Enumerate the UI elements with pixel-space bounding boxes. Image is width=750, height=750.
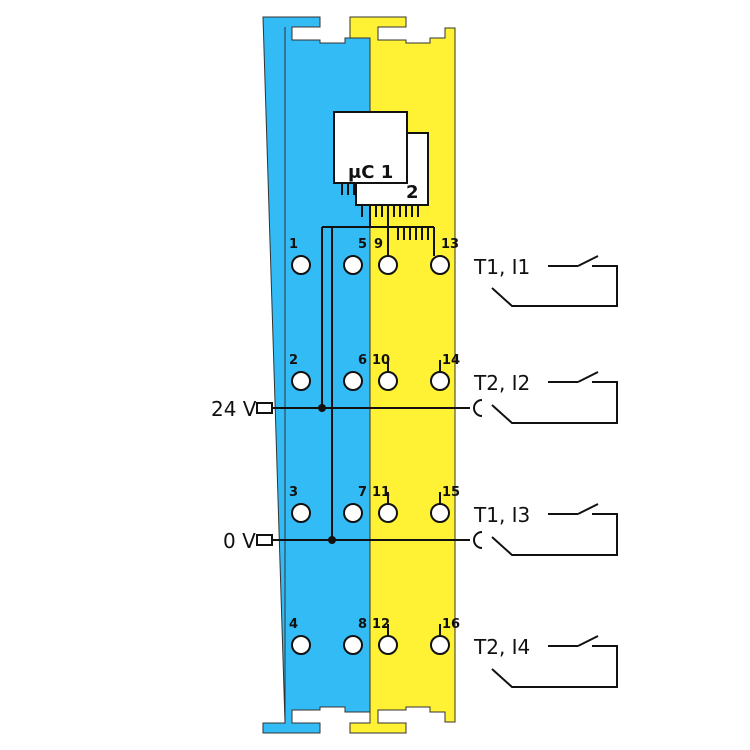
switch-3-icon	[491, 503, 618, 556]
chip-pins	[341, 183, 429, 240]
internal-wiring	[272, 205, 470, 636]
switch-1-icon	[491, 255, 618, 307]
terminal-2[interactable]	[291, 371, 311, 391]
terminal-4[interactable]	[291, 635, 311, 655]
terminal-number: 14	[442, 353, 460, 368]
input-label-2: T2, I2	[473, 371, 530, 395]
terminal-number: 12	[372, 617, 390, 632]
terminal-6[interactable]	[343, 371, 363, 391]
junction-24v	[318, 404, 326, 412]
terminal-number: 16	[442, 617, 460, 632]
terminal-number: 13	[441, 237, 459, 252]
terminal-1[interactable]	[291, 255, 311, 275]
terminal-number: 3	[289, 485, 298, 500]
terminal-number: 9	[374, 237, 383, 252]
terminal-numbers: 1 5 9 13 2 6 10 14 3 7 11 15 4 8 12 16	[289, 237, 460, 632]
terminal-3[interactable]	[291, 503, 311, 523]
input-label-4: T2, I4	[473, 635, 530, 659]
terminal-15[interactable]	[430, 503, 450, 523]
chip-2-label: 2	[406, 182, 419, 203]
terminal-number: 2	[289, 353, 298, 368]
terminal-16[interactable]	[430, 635, 450, 655]
connector-0v	[256, 534, 273, 546]
terminal-7[interactable]	[343, 503, 363, 523]
label-0v: 0 V	[223, 529, 256, 553]
terminal-number: 1	[289, 237, 298, 252]
terminal-8[interactable]	[343, 635, 363, 655]
plug-0v-icon	[473, 531, 483, 549]
junction-0v	[328, 536, 336, 544]
terminal-11[interactable]	[378, 503, 398, 523]
input-label-3: T1, I3	[473, 503, 530, 527]
terminal-13[interactable]	[430, 255, 450, 275]
terminal-number: 15	[442, 485, 460, 500]
terminal-9[interactable]	[378, 255, 398, 275]
chip-1-label: μC 1	[348, 162, 393, 183]
switch-2-icon	[491, 371, 618, 424]
terminal-10[interactable]	[378, 371, 398, 391]
terminal-number: 10	[372, 353, 390, 368]
terminal-number: 8	[358, 617, 367, 632]
terminal-number: 6	[358, 353, 367, 368]
microcontroller-1	[333, 111, 408, 184]
terminal-number: 5	[358, 237, 367, 252]
connector-24v	[256, 402, 273, 414]
plug-24v-icon	[473, 399, 483, 417]
terminal-number: 4	[289, 617, 298, 632]
input-label-1: T1, I1	[473, 255, 530, 279]
terminal-5[interactable]	[343, 255, 363, 275]
terminals	[291, 255, 450, 655]
terminal-number: 11	[372, 485, 390, 500]
switch-4-icon	[491, 635, 618, 688]
blue-module	[262, 16, 371, 734]
label-24v: 24 V	[211, 397, 257, 421]
terminal-12[interactable]	[378, 635, 398, 655]
terminal-14[interactable]	[430, 371, 450, 391]
terminal-number: 7	[358, 485, 367, 500]
